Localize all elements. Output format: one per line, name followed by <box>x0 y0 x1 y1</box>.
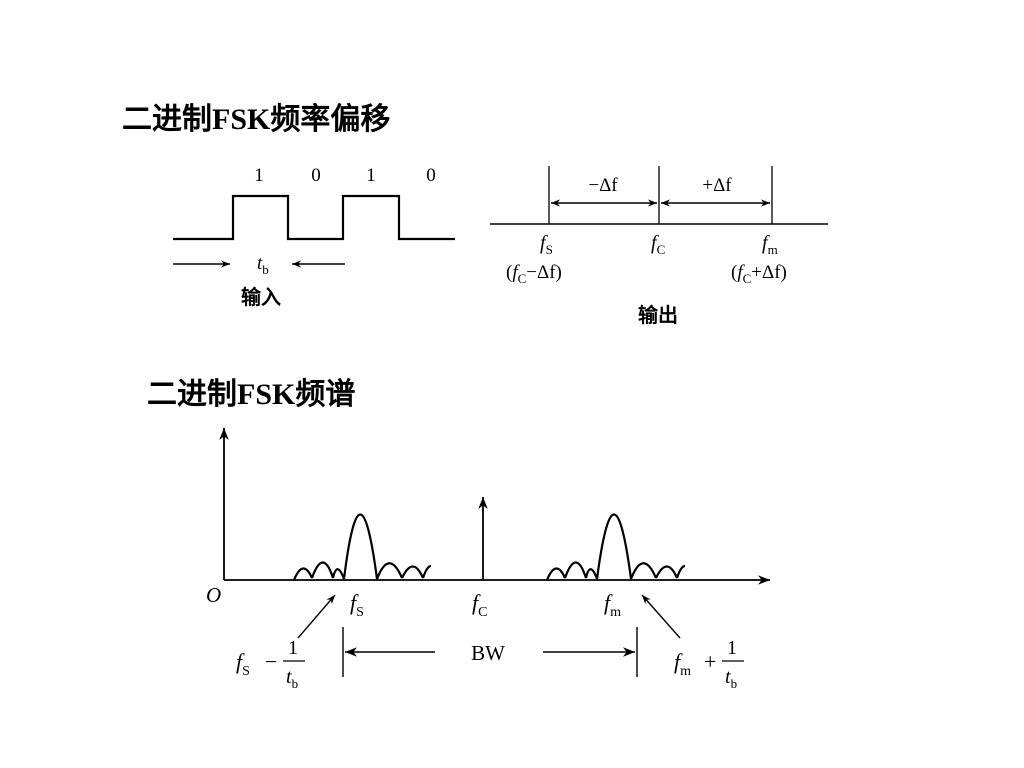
right-formula-pointer <box>641 594 681 639</box>
origin-label: O <box>206 583 221 607</box>
output-fm-label: fm <box>762 232 778 257</box>
right-formula-denominator: tb <box>725 666 737 691</box>
spectrum-panel: O fS fC fm BW fS − 1 tb fm + 1 tb <box>206 428 770 691</box>
title-spectrum: 二进制FSK频谱 <box>147 378 356 411</box>
spectrum-fs-label: fS <box>350 590 364 620</box>
bandwidth-label: BW <box>471 641 505 665</box>
input-caption: 输入 <box>241 285 281 309</box>
output-panel: −Δf +Δf fS fC fm (fC−Δf) (fC+Δf) 输出 <box>490 166 828 327</box>
spectrum-fc-label: fC <box>472 590 487 620</box>
left-formula: fS − 1 tb <box>236 637 305 691</box>
output-caption: 输出 <box>638 303 678 327</box>
fm-spectral-lobes <box>545 513 686 581</box>
input-panel: 1 0 1 0 tb 输入 <box>173 165 455 309</box>
input-bit-label: 1 <box>254 165 264 186</box>
input-bit-label: 0 <box>426 165 436 186</box>
output-fs-label: fS <box>540 232 553 257</box>
left-formula-pointer <box>297 594 336 639</box>
left-formula-base: fS <box>236 649 250 679</box>
input-square-wave <box>173 194 455 241</box>
right-formula-numerator: 1 <box>727 637 737 659</box>
spectrum-fm-label: fm <box>604 590 621 620</box>
output-fs-expression: (fC−Δf) <box>506 262 562 286</box>
minus-delta-label: −Δf <box>588 175 618 196</box>
left-formula-denominator: tb <box>286 666 298 691</box>
plus-delta-label: +Δf <box>702 175 732 196</box>
bit-period-label: tb <box>257 253 269 277</box>
right-formula-base: fm <box>674 649 691 679</box>
left-formula-operator: − <box>265 649 277 674</box>
right-formula: fm + 1 tb <box>674 637 744 691</box>
fs-spectral-lobes <box>292 513 432 581</box>
input-bit-label: 0 <box>311 165 321 186</box>
output-fm-expression: (fC+Δf) <box>731 262 787 286</box>
title-frequency-shift: 二进制FSK频率偏移 <box>122 103 391 136</box>
input-bit-label: 1 <box>366 165 376 186</box>
right-formula-operator: + <box>704 649 716 674</box>
output-fc-label: fC <box>651 232 665 257</box>
left-formula-numerator: 1 <box>288 637 298 659</box>
